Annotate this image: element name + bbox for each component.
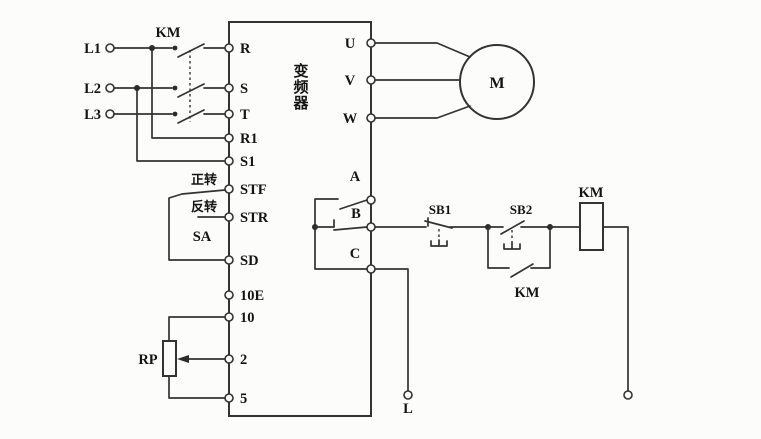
motor-label: M: [489, 75, 504, 92]
l2-label: L2: [84, 81, 101, 97]
l3-label: L3: [84, 107, 101, 123]
motor: [459, 44, 535, 120]
l-label: L: [403, 401, 413, 417]
motor-section: M: [374, 42, 535, 120]
km-aux-label: KM: [515, 285, 540, 301]
terminal-5-label: 5: [240, 391, 247, 407]
km-coil-body: [579, 202, 604, 251]
terminal-s-label: S: [240, 81, 248, 97]
l2-terminal: [105, 83, 115, 93]
power-input-section: L1 L2 L3 KM: [84, 25, 226, 162]
terminal-r1-label: R1: [240, 131, 258, 147]
forward-label: 正转: [191, 172, 217, 187]
sb1-stop-button: SB1: [424, 202, 486, 247]
line-terminal-branch: L: [374, 268, 413, 417]
terminal-10e-label: 10E: [240, 288, 264, 304]
fault-relay-contacts: [312, 198, 368, 270]
terminal-v-label: V: [345, 73, 356, 89]
rp-body: [162, 340, 177, 377]
r1-s1-feedback-wires: [134, 45, 226, 162]
terminal-c-label: C: [350, 246, 360, 262]
terminal-b-label: B: [351, 206, 361, 222]
terminal-s1-label: S1: [240, 154, 255, 170]
km-aux-contact: KM: [487, 229, 551, 301]
km-main-label: KM: [156, 25, 181, 41]
terminal-sd-label: SD: [240, 253, 259, 269]
sb2-label: SB2: [510, 202, 532, 217]
sa-label: SA: [193, 229, 212, 245]
sb1-label: SB1: [429, 202, 451, 217]
terminal-u-label: U: [345, 36, 356, 52]
terminal-2-label: 2: [240, 352, 247, 368]
km-main-contact: KM: [156, 25, 205, 124]
km-coil-label: KM: [579, 185, 604, 201]
inverter-name: 变频器: [292, 62, 309, 112]
terminal-r-label: R: [240, 41, 251, 57]
l1-terminal: [105, 43, 115, 53]
terminal-t-label: T: [240, 107, 250, 123]
reverse-label: 反转: [191, 199, 217, 214]
potentiometer: RP: [138, 316, 226, 399]
rp-wiper-arrow: [177, 355, 189, 363]
l3-terminal: [105, 109, 115, 119]
inverter-left-terminals: R S T R1 S1 STF STR SD 10E 10 2 5: [224, 41, 269, 407]
inverter-box: 变频器 R S T R1 S1 STF STR SD 10E 10 2 5 U …: [224, 21, 376, 417]
terminal-w-label: W: [343, 111, 358, 127]
terminal-str-label: STR: [240, 210, 269, 226]
terminal-10-label: 10: [240, 310, 255, 326]
km-coil: KM: [549, 185, 633, 400]
l1-label: L1: [84, 41, 101, 57]
terminal-a-label: A: [350, 169, 361, 185]
control-circuit: SB1 SB2 KM KM: [374, 185, 633, 417]
l-terminal: [403, 390, 413, 400]
sa-switch: 正转 反转 SA: [168, 172, 226, 261]
rp-label: RP: [138, 352, 157, 368]
sb2-start-button: SB2: [487, 202, 551, 250]
control-return-terminal: [623, 390, 633, 400]
terminal-stf-label: STF: [240, 182, 267, 198]
